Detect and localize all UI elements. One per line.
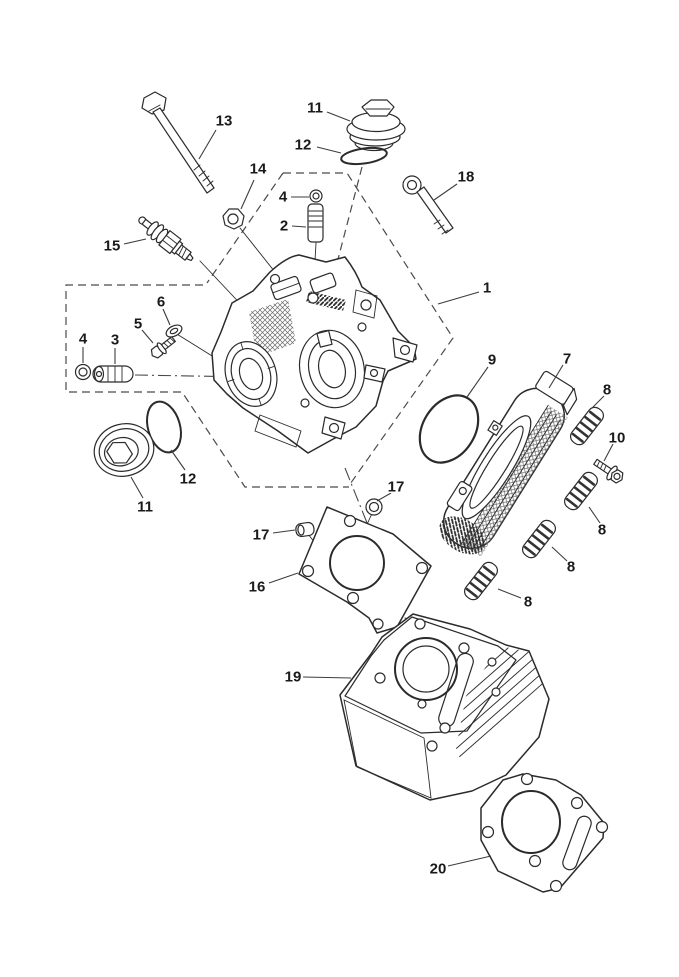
callout-leader-5 [141, 329, 154, 344]
callout-label-12-top: 12 [295, 137, 312, 154]
part-damper-2 [563, 471, 599, 511]
callout-label-12-left: 12 [180, 471, 197, 488]
part-base-gasket [480, 772, 609, 893]
callout-label-11-left: 11 [137, 499, 153, 516]
callout-leader-14 [240, 179, 255, 210]
part-dowel-pin-top [365, 498, 383, 516]
part-tappet-cover-cap-top [346, 99, 406, 152]
part-seal-ring-top [309, 189, 323, 203]
part-seal-ring-left [74, 363, 92, 381]
callout-label-4-top: 4 [279, 189, 288, 206]
part-cylinder-head [211, 254, 418, 454]
part-spark-plug [138, 216, 194, 262]
callout-leader-1 [437, 291, 480, 305]
part-dowel-pin-left [295, 521, 315, 538]
part-valve-adjuster [92, 365, 134, 383]
part-tappet-cover-cap-left [93, 423, 155, 477]
callout-label-18: 18 [458, 169, 475, 186]
callout-leader-13 [198, 129, 217, 160]
part-bolt-5 [150, 336, 176, 359]
part-long-bolt [141, 91, 215, 194]
callout-leader-17-top [376, 492, 392, 502]
part-side-cover [439, 370, 578, 557]
exhaust-port [224, 341, 278, 407]
callout-leader-8-mid [551, 546, 568, 562]
callout-label-13: 13 [216, 113, 233, 130]
callout-leader-11-top [326, 111, 351, 122]
combustion-chamber [298, 329, 366, 409]
callout-leader-2 [291, 225, 307, 228]
callout-label-2: 2 [280, 218, 288, 235]
callout-leader-8-low [497, 588, 522, 599]
callout-leader-8-top [591, 395, 605, 409]
callout-label-14: 14 [250, 161, 267, 178]
callout-label-11-top: 11 [307, 100, 323, 117]
callout-label-16: 16 [249, 579, 266, 596]
callout-leader-10 [603, 443, 614, 462]
callout-leader-9 [466, 366, 489, 398]
callout-label-4-left: 4 [79, 331, 88, 348]
callout-label-15: 15 [104, 238, 121, 255]
part-o-ring-9 [418, 394, 480, 464]
callout-leader-12-top [316, 146, 342, 154]
callout-leader-6 [162, 308, 171, 326]
callout-leader-15 [123, 238, 147, 245]
callout-leader-18 [433, 183, 458, 201]
callout-label-17-top: 17 [388, 479, 405, 496]
callout-label-8-right: 8 [598, 522, 606, 539]
callout-leader-17-left [272, 529, 296, 534]
callout-label-5: 5 [134, 316, 142, 333]
part-o-ring-left [146, 400, 182, 454]
part-damper-1 [569, 406, 605, 446]
callout-label-19: 19 [285, 669, 302, 686]
callout-label-20: 20 [430, 861, 447, 878]
callout-label-8-mid: 8 [567, 559, 575, 576]
callout-label-8-low: 8 [524, 594, 532, 611]
part-washer-6 [165, 324, 183, 338]
callout-label-3: 3 [111, 332, 119, 349]
callout-label-17-left: 17 [253, 527, 270, 544]
callout-label-1: 1 [483, 280, 491, 297]
part-flange-bolt-18 [402, 175, 454, 235]
callout-leader-19 [302, 676, 352, 679]
callout-leader-12-left [170, 449, 186, 471]
callout-label-9: 9 [488, 352, 496, 369]
callout-label-7: 7 [563, 351, 571, 368]
part-damper-3 [521, 519, 557, 559]
callout-leader-8-right [588, 506, 601, 524]
part-washer [222, 208, 245, 230]
part-cylinder-block [339, 613, 550, 801]
callout-leader-11-left [130, 476, 144, 499]
callout-leader-16 [268, 572, 299, 584]
part-head-gasket [298, 506, 432, 634]
callout-label-8-top: 8 [603, 382, 611, 399]
callout-leader-20 [447, 855, 492, 867]
callout-label-10: 10 [609, 430, 626, 447]
callout-leader-7 [548, 364, 564, 389]
part-damper-4 [463, 561, 499, 601]
part-tappet [307, 203, 324, 243]
callout-label-6: 6 [157, 294, 165, 311]
part-o-ring-top [340, 146, 388, 166]
part-bolt-10 [593, 458, 624, 484]
callout-layer: 1234456788889101111121213141516171718192… [77, 98, 627, 879]
